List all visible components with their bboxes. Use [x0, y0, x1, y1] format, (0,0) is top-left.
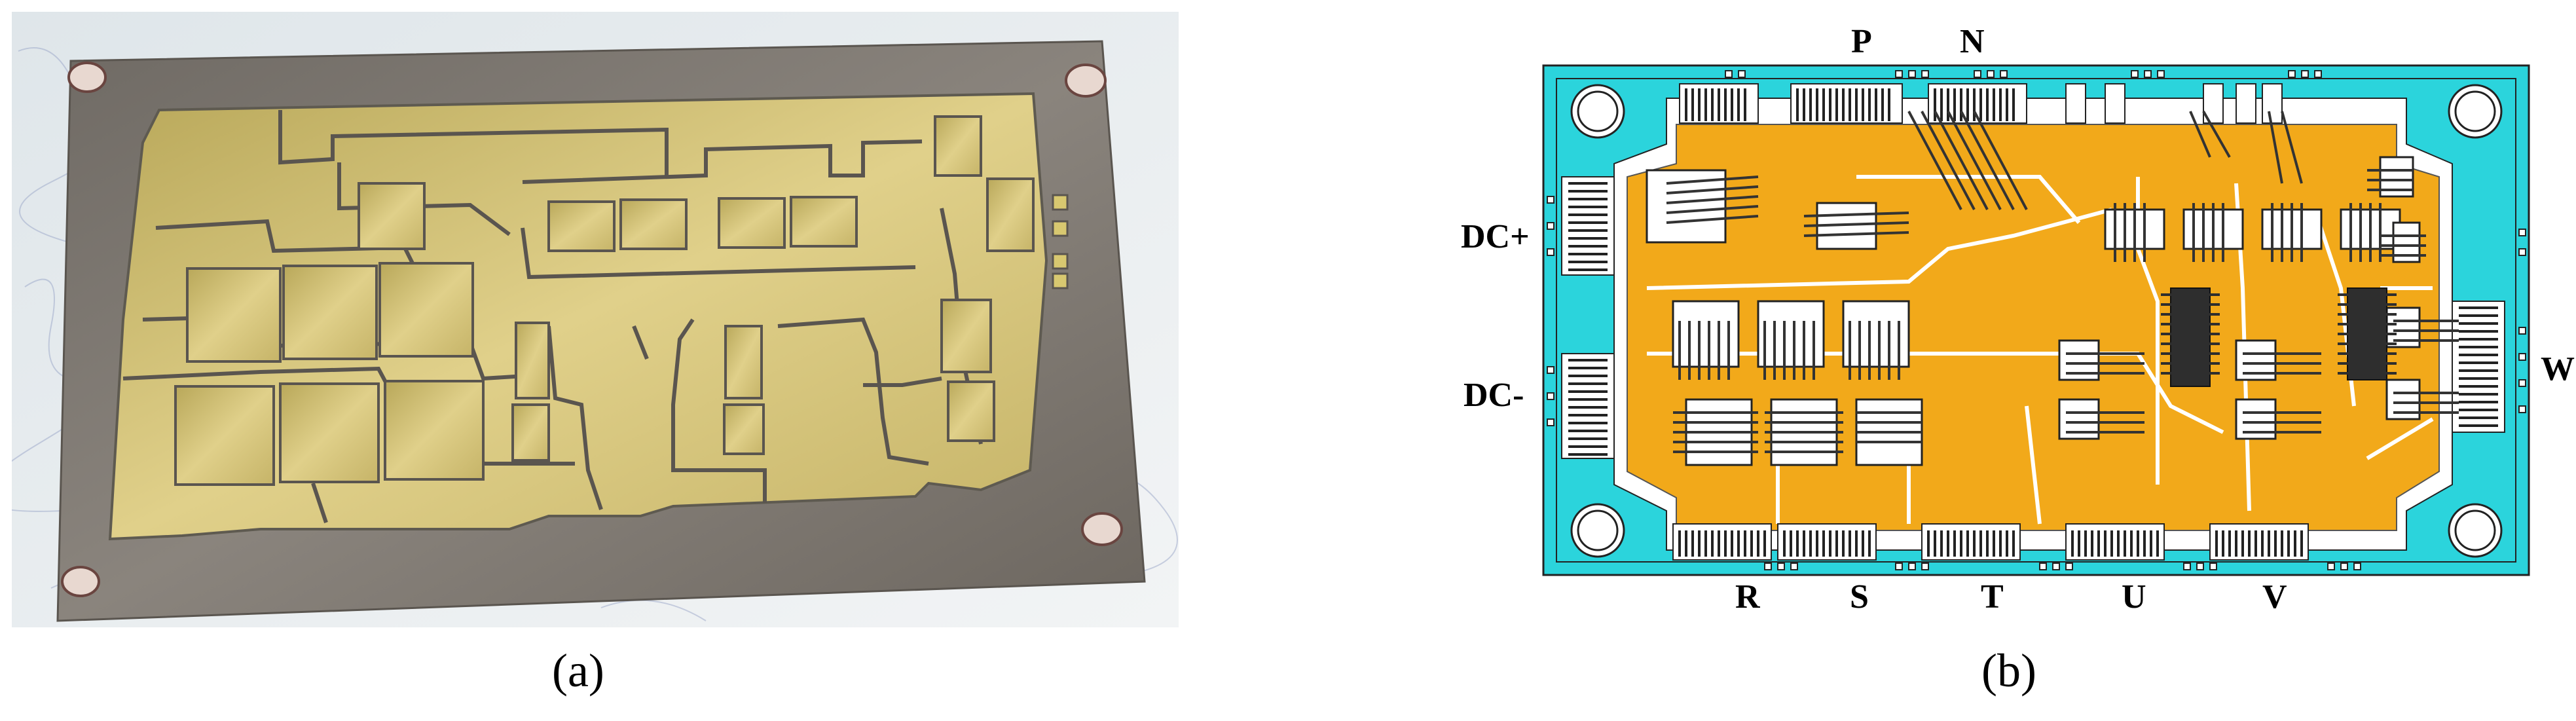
module-layout: P N DC+ DC- W R S T U V	[1450, 13, 2576, 668]
substrate-photo-image	[0, 12, 1179, 627]
mounting-holes	[61, 62, 1123, 597]
terminal-label-w: W	[2541, 350, 2575, 388]
bond-wires	[1666, 111, 2459, 453]
terminal-label-p: P	[1851, 23, 1872, 60]
terminal-label-v: V	[2262, 578, 2287, 616]
caption-a: (a)	[552, 644, 604, 697]
substrate-photo	[0, 12, 1179, 627]
terminal-label-u: U	[2122, 578, 2146, 616]
terminal-label-dc-minus: DC-	[1463, 377, 1524, 414]
caption-b: (b)	[1981, 644, 2036, 697]
terminal-label-t: T	[1981, 578, 2004, 616]
terminal-label-dc-plus: DC+	[1461, 218, 1530, 255]
terminal-label-r: R	[1735, 578, 1761, 616]
corner-holes	[1570, 84, 2503, 558]
module-layout-drawing: P N DC+ DC- W R S T U V	[1461, 23, 2575, 616]
terminal-label-n: N	[1960, 23, 1985, 60]
terminal-label-s: S	[1850, 578, 1869, 616]
terminal-pins	[1568, 88, 2498, 557]
